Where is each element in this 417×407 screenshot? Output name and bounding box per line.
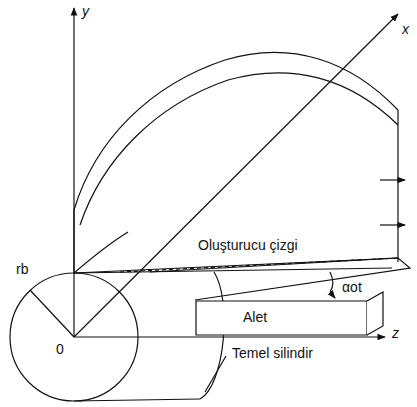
radius-line [30,290,74,337]
z-axis [74,336,385,337]
tool-outline [195,300,385,336]
y-axis [73,8,74,337]
leader-line [205,356,226,392]
x-axis [74,14,398,337]
label-text: x [402,22,409,37]
involute-curve [74,232,128,273]
involute-surface [80,73,398,225]
direction-arrow [380,224,405,225]
angle-arc [330,272,333,292]
label-text: αot [340,280,364,295]
direction-arrow [380,179,405,180]
label-text: Temel silindir [230,346,315,361]
label-text: 0 [56,342,64,357]
tool-side-face [367,292,383,335]
label-text: Oluşturucu çizgi [196,238,300,253]
tool-label: Alet [243,310,267,325]
label-text: rb [14,262,30,277]
involute-surface [74,52,398,210]
tool-slab: Alet [195,300,385,336]
cylinder-edge [74,399,200,401]
label-text: y [82,4,89,19]
tool-front-face [196,301,367,335]
surface-edge [73,210,74,273]
angle-arrow [330,292,335,298]
label-text: z [392,326,399,341]
tool-top-face [150,258,410,300]
surface-edge [397,110,398,262]
